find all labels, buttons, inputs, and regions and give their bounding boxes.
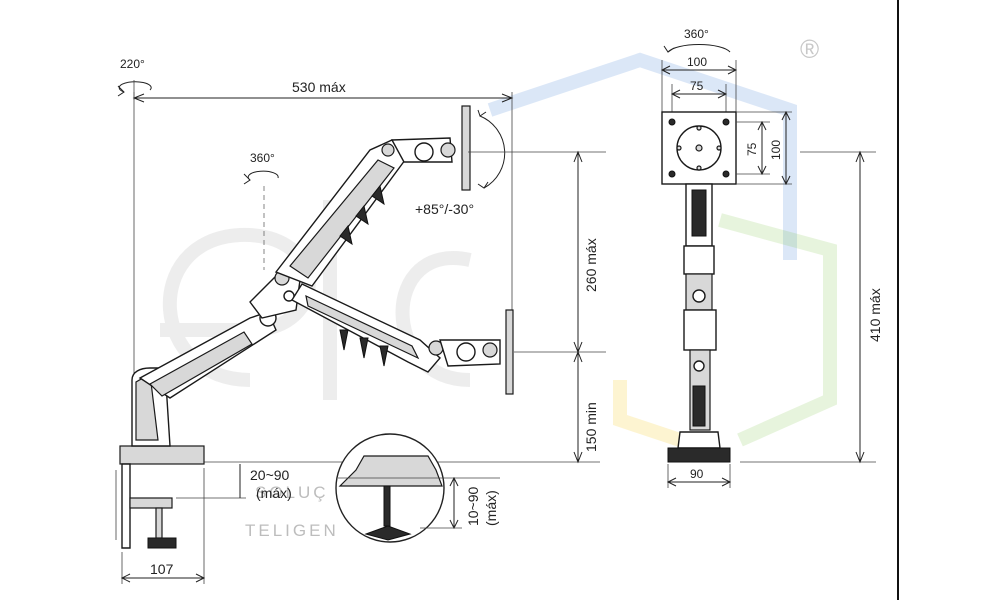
mid-rotation-indicator: 360° — [243, 151, 279, 270]
clamp-depth-dimension: 107 — [120, 468, 206, 584]
base-rotation-label: 220° — [120, 57, 145, 71]
total-height-dimension: 410 máx — [740, 150, 883, 464]
total-height-label: 410 máx — [867, 288, 883, 342]
front-column — [667, 183, 731, 463]
vesa-rotation-indicator: 360° — [663, 27, 731, 53]
desk-thickness-dimension: 20~90 (máx) — [176, 464, 292, 501]
vesa-side-dimensions: 75 100 — [736, 110, 792, 186]
vesa-inner-side-label: 75 — [745, 142, 759, 156]
rotate-arrow-icon — [118, 81, 152, 93]
watermark-text-1: SOLUÇ — [255, 483, 329, 502]
desk-thickness-note: (máx) — [256, 485, 292, 501]
vesa-inner-label: 75 — [690, 79, 704, 93]
mid-rotation-label: 360° — [250, 151, 275, 165]
clamp-depth-label: 107 — [150, 561, 174, 577]
watermark-blue-shape — [487, 52, 797, 260]
desk-clamp — [115, 445, 600, 549]
base-width-dimension: 90 — [666, 464, 732, 488]
vesa-outer-label: 100 — [687, 55, 707, 69]
watermark-logo: SOLUÇ TELIGEN ® — [160, 34, 837, 540]
height-range-label: 260 máx — [583, 238, 599, 292]
base-width-label: 90 — [690, 467, 704, 481]
vesa-rotation-label: 360° — [684, 27, 709, 41]
grommet-thickness-label: 10~90 — [465, 486, 481, 526]
reach-label: 530 máx — [292, 79, 346, 95]
upper-arm-raised — [274, 137, 456, 287]
grommet-detail: 10~90 (máx) — [335, 433, 500, 543]
watermark-text-2: TELIGEN — [245, 521, 339, 540]
vesa-plate — [661, 111, 737, 185]
grommet-thickness-note: (máx) — [483, 490, 499, 526]
vesa-top-dimensions: 100 75 — [660, 55, 738, 120]
monitor-plate-upper: +85°/-30° — [415, 105, 506, 217]
desk-thickness-label: 20~90 — [250, 467, 290, 483]
base-rotation-indicator: 220° — [117, 57, 152, 100]
vesa-outer-side-label: 100 — [769, 140, 783, 160]
watermark-yellow-shape — [613, 380, 683, 447]
upper-arm-lowered — [291, 283, 514, 395]
watermark-e — [160, 227, 316, 387]
rotate-arrow-icon-3 — [667, 43, 731, 53]
min-height-label: 150 min — [583, 402, 599, 452]
watermark-c — [395, 251, 472, 387]
height-dimensions: 260 máx 150 min — [468, 150, 606, 464]
watermark-green-shape — [718, 213, 837, 447]
rotate-arrow-icon-2 — [247, 170, 279, 181]
tilt-label: +85°/-30° — [415, 201, 474, 217]
registered-mark: ® — [800, 34, 819, 64]
